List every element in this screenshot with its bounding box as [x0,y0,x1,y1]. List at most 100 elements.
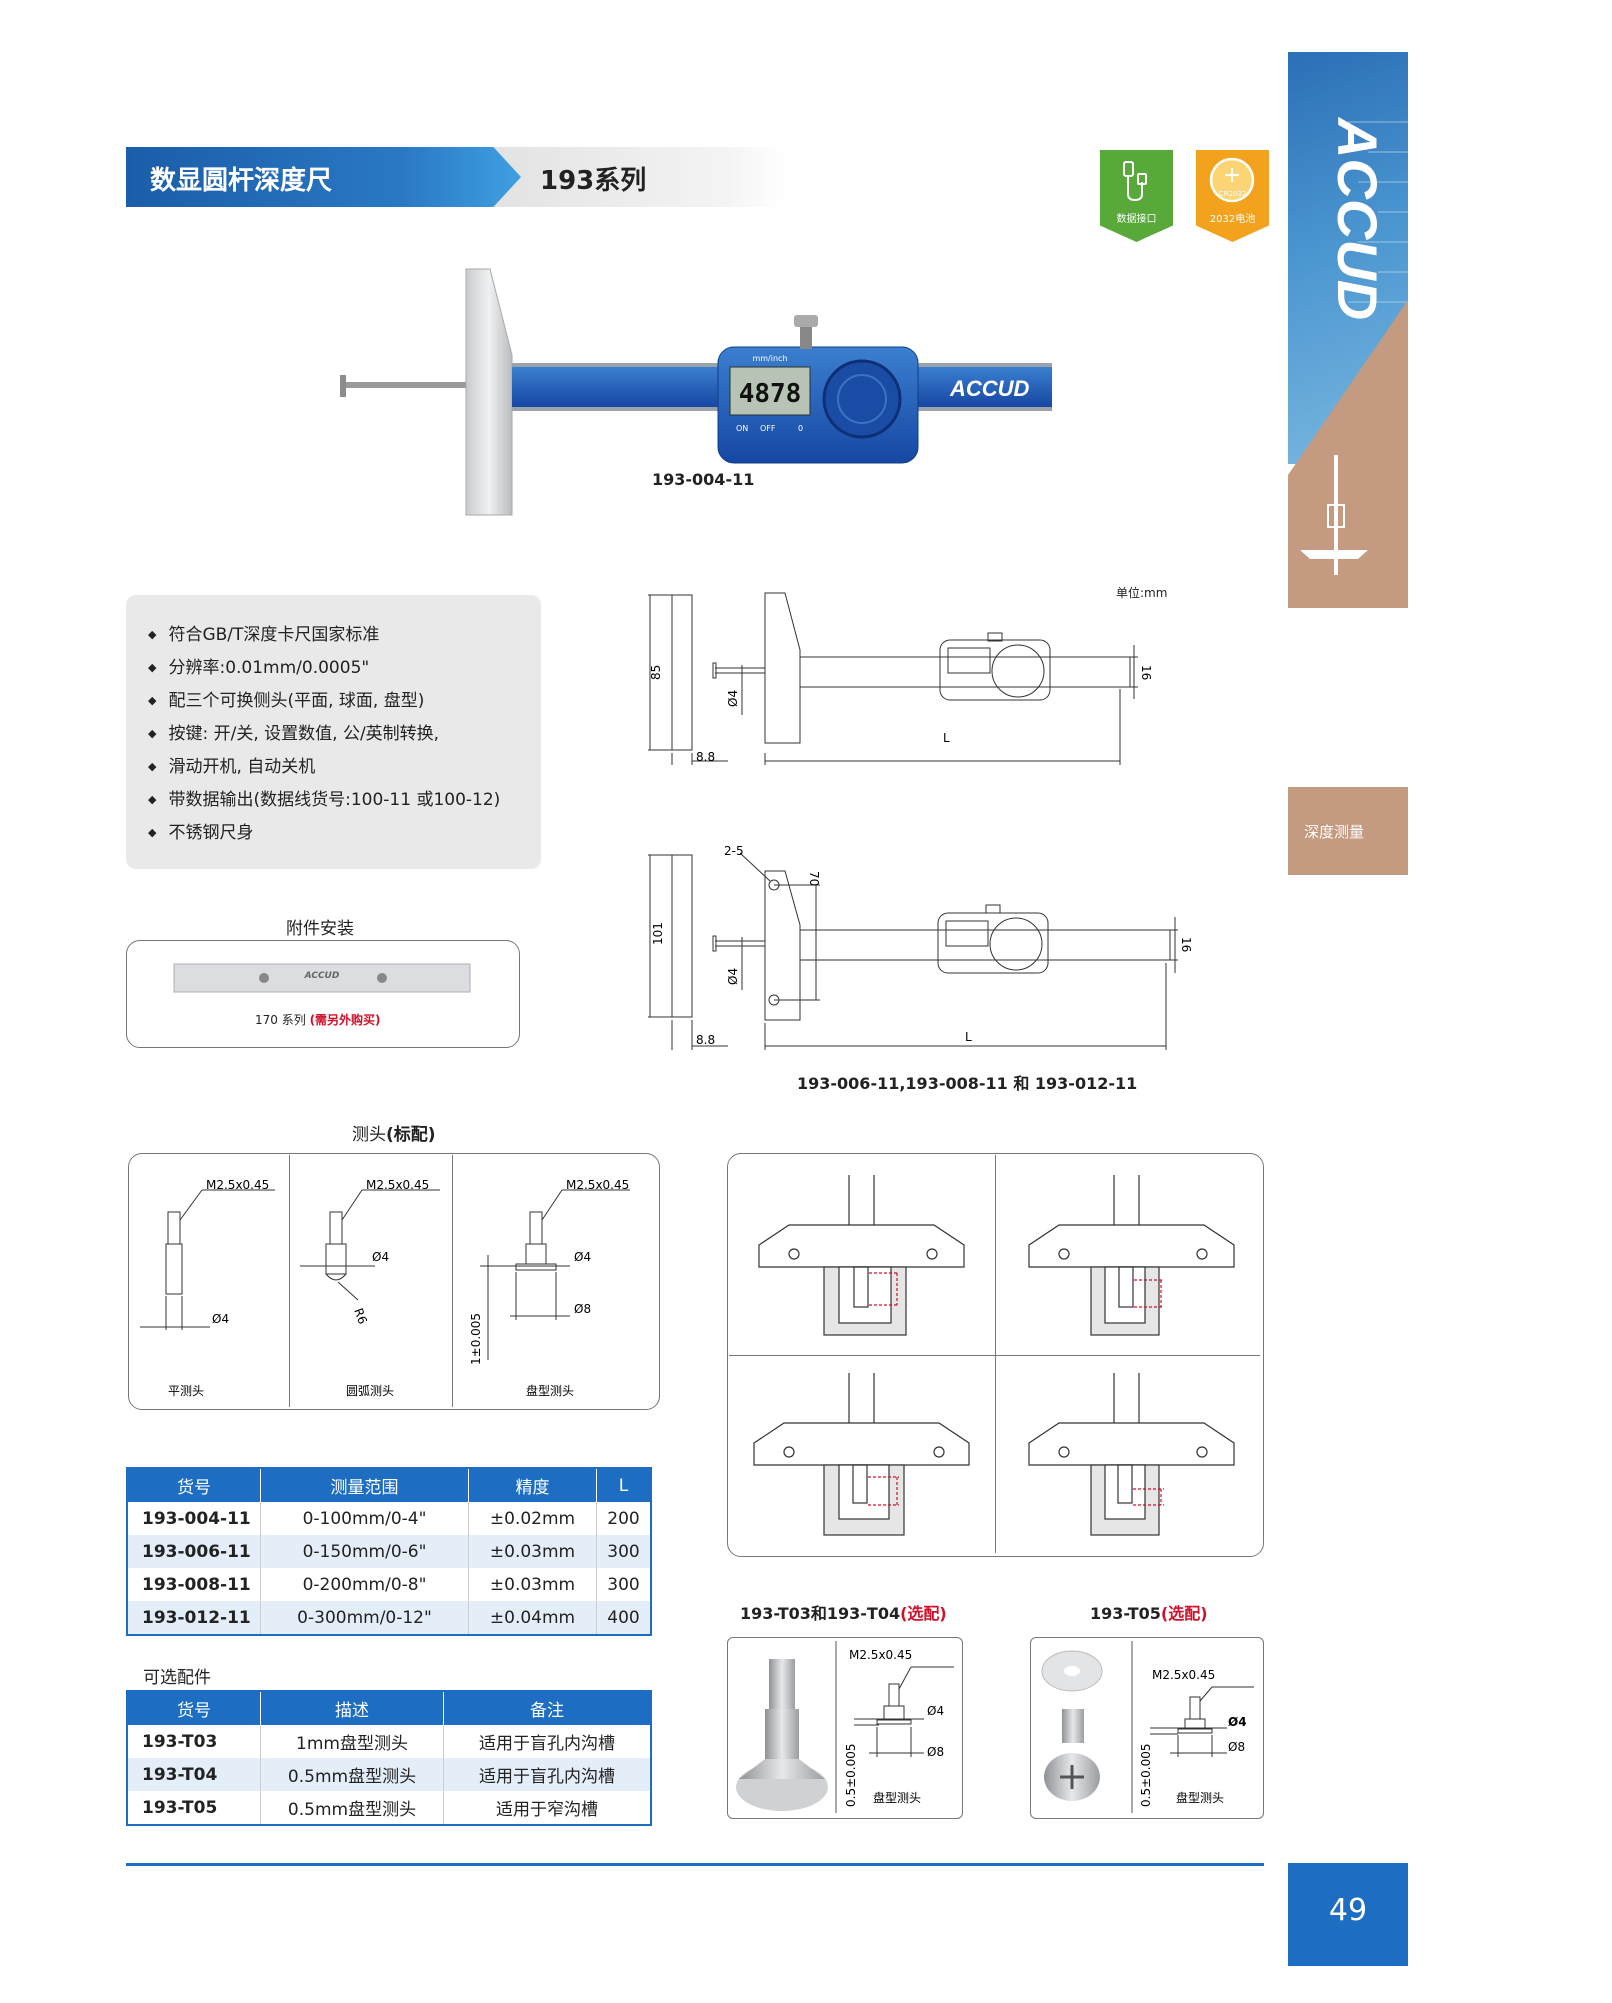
col-header: 备注 [443,1691,652,1725]
t05-label: 盘型测头 [1176,1790,1224,1805]
thread-label-flat: M2.5x0.45 [206,1178,269,1192]
data-port-badge: 数据接口 [1100,150,1173,242]
on-key-label: ON [736,424,748,433]
product-model-label: 193-004-11 [652,470,755,489]
dim-width: 8.8 [696,750,715,764]
thread-label-disc: M2.5x0.45 [566,1178,629,1192]
t03-d2: Ø8 [927,1745,944,1759]
dim-rod: Ø4 [726,690,740,707]
feature-item: 带数据输出(数据线货号:100-11 或100-12) [148,785,500,810]
accessory-series: 170 系列 (需另外购买) [255,1013,381,1027]
probes-panel [128,1153,660,1410]
disc-dim-d1: Ø4 [574,1250,591,1264]
accessory-bar-image: ACCUD [173,963,471,993]
accessory-brand-logo: ACCUD [304,971,340,981]
divider [452,1155,453,1407]
t05-title: 193-T05(选配) [1090,1604,1208,1623]
t05-tol: 0.5±0.005 [1139,1744,1153,1808]
product-photo: 4878 mm/inch ON OFF 0 ACCUD [340,268,1052,516]
drawing2-caption: 193-006-11,193-008-11 和 193-012-11 [797,1074,1138,1093]
zero-key-label: 0 [798,424,803,433]
ruler-background-icon [1348,121,1408,303]
dim-bar: 16 [1139,665,1153,680]
divider [729,1355,1260,1356]
technical-drawing-2: 101 8.8 Ø4 L 16 2-5 70 [648,845,1193,1050]
series-title: 193系列 [540,166,647,196]
technical-drawing-1: 85 8.8 Ø4 L 16 [648,592,1153,765]
disc-dim-tol: 1±0.005 [469,1313,483,1365]
flat-dim: Ø4 [212,1312,229,1326]
battery-text: CR2032 [1218,190,1247,198]
battery-badge: CR2032 2032电池 [1196,150,1269,242]
depth-gauge-icon [1300,455,1368,575]
feature-item: 滑动开机, 自动关机 [148,752,315,777]
col-header: 货号 [127,1691,261,1725]
unit-note: 单位:mm [1116,586,1168,600]
arc-dim-r: R6 [351,1306,370,1326]
dim-holes: 2-5 [724,845,744,858]
page-title: 数显圆杆深度尺 [150,166,333,196]
feature-item: 配三个可换侧头(平面, 球面, 盘型) [148,686,424,711]
brand-logo-text: ACCUD [1326,116,1389,320]
t03-drawing: M2.5x0.45 Ø4 Ø8 0.5±0.005 盘型测头 [736,1641,954,1813]
dim-height-2: 101 [651,922,665,945]
dim-bar-2: 16 [1179,937,1193,952]
thread-label-arc: M2.5x0.45 [366,1178,429,1192]
feature-item: 按键: 开/关, 设置数值, 公/英制转换, [148,719,439,744]
accessory-panel [126,940,520,1048]
t03-thread: M2.5x0.45 [849,1648,912,1662]
t05-drawing: M2.5x0.45 Ø4 Ø8 0.5±0.005 盘型测头 [1041,1641,1254,1813]
t05-d2: Ø8 [1228,1740,1245,1754]
header-series-banner [486,147,786,207]
brand-logo-bar: ACCUD [949,376,1030,401]
dim-length-2: L [965,1030,972,1044]
side-tab: 深度测量 [1288,787,1408,875]
coin-battery-icon [1209,157,1255,203]
lcd-reading: 4878 [739,379,802,409]
t05-thread: M2.5x0.45 [1152,1668,1215,1682]
feature-item: 不锈钢尺身 [148,818,253,843]
col-header: 测量范围 [260,1468,469,1502]
feature-item: 分辨率:0.01mm/0.0005" [148,653,369,678]
divider [289,1155,290,1407]
t03-label: 盘型测头 [873,1790,921,1805]
t03-d1: Ø4 [927,1704,944,1718]
dim-width-2: 8.8 [696,1033,715,1047]
col-header: 精度 [468,1468,597,1502]
data-port-label: 数据接口 [1116,214,1157,225]
usage-diagrams [753,1175,1235,1536]
accessory-title: 附件安装 [286,919,354,939]
purchase-note: (需另外购买) [309,1013,381,1027]
t03-tol: 0.5±0.005 [844,1744,858,1808]
unit-key-label: mm/inch [752,354,787,363]
dim-spacing: 70 [807,871,821,886]
optional-title: 可选配件 [143,1668,211,1688]
footer-rule [126,1863,1264,1866]
t05-d1: Ø4 [1228,1715,1247,1729]
dim-length: L [943,731,950,745]
dim-height: 85 [649,665,663,680]
probe-label-arc: 圆弧测头 [346,1384,394,1398]
battery-label: 2032电池 [1209,214,1256,225]
header-title-banner [126,147,521,207]
probe-drawings: M2.5x0.45 M2.5x0.45 M2.5x0.45 Ø4 Ø4 R6 Ø… [140,1178,630,1398]
off-key-label: OFF [760,424,776,433]
side-tab-label: 深度测量 [1304,823,1365,841]
t03-title: 193-T03和193-T04(选配) [740,1604,947,1623]
probe-label-disc: 盘型测头 [526,1383,574,1398]
page-number: 49 [1328,1893,1368,1928]
divider [995,1155,996,1553]
col-header: 描述 [260,1691,444,1725]
probes-title: 测头(标配) [352,1125,436,1145]
disc-dim-d2: Ø8 [574,1302,591,1316]
col-header: 货号 [127,1468,261,1502]
page-number-box: 49 [1288,1863,1408,1966]
